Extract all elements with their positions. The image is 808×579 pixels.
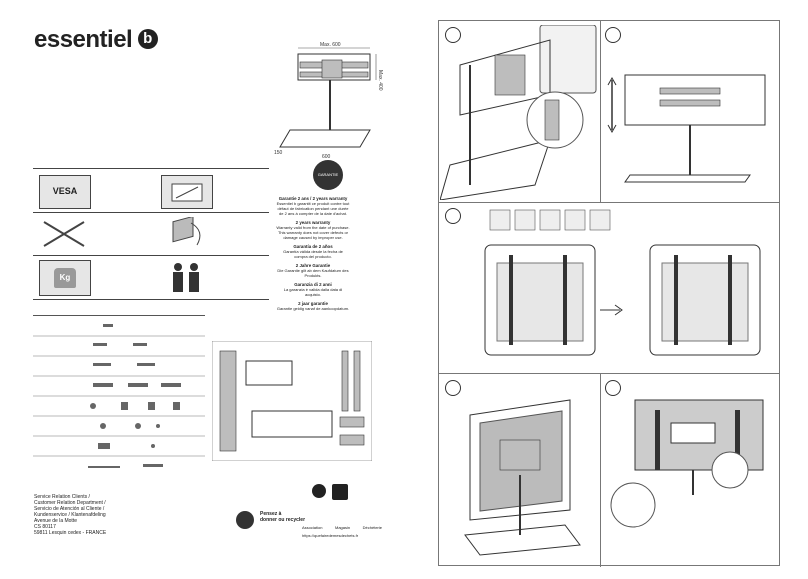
step-2-number: 2	[605, 27, 621, 43]
step-5-illustration	[610, 399, 764, 528]
screen-size-icon	[161, 175, 213, 209]
step-2-illustration	[607, 74, 766, 183]
swivel-icon	[161, 215, 211, 251]
step-3-number: 3	[445, 208, 461, 224]
brand-mark-icon: b	[137, 29, 158, 49]
step-5-number: 5	[605, 380, 621, 396]
service-info: Service Relation Clients /Customer Relat…	[34, 494, 107, 536]
vesa-icon: VESA	[39, 175, 91, 209]
compatibility-grid: VESA Kg	[33, 168, 269, 300]
step-4-illustration	[464, 399, 581, 556]
step-grid-frame	[438, 20, 780, 567]
max-height-label: Max. 400	[377, 70, 383, 91]
guarantee-badge: GARANTIE	[313, 160, 343, 190]
width-label: 600	[322, 154, 331, 160]
waste-bin-icon	[332, 484, 348, 500]
max-width-label: Max. 600	[320, 42, 341, 48]
step-1-number: 1	[445, 27, 461, 43]
step-3-illustration	[484, 209, 761, 356]
stand-components-drawing	[212, 341, 372, 461]
stand-dimension-drawing: Max. 600 Max. 400 150 600	[274, 42, 383, 160]
depth-label: 150	[274, 150, 283, 156]
recycle-icon	[312, 484, 326, 498]
brand-name: essentiel	[34, 26, 133, 53]
tilt-icon	[39, 217, 89, 251]
brand-logo: essentiel b	[34, 26, 158, 54]
step-4-number: 4	[445, 380, 461, 396]
parts-list	[33, 315, 205, 484]
step-1-illustration	[440, 25, 597, 200]
weight-icon: Kg	[39, 260, 91, 296]
two-persons-icon	[161, 260, 211, 294]
